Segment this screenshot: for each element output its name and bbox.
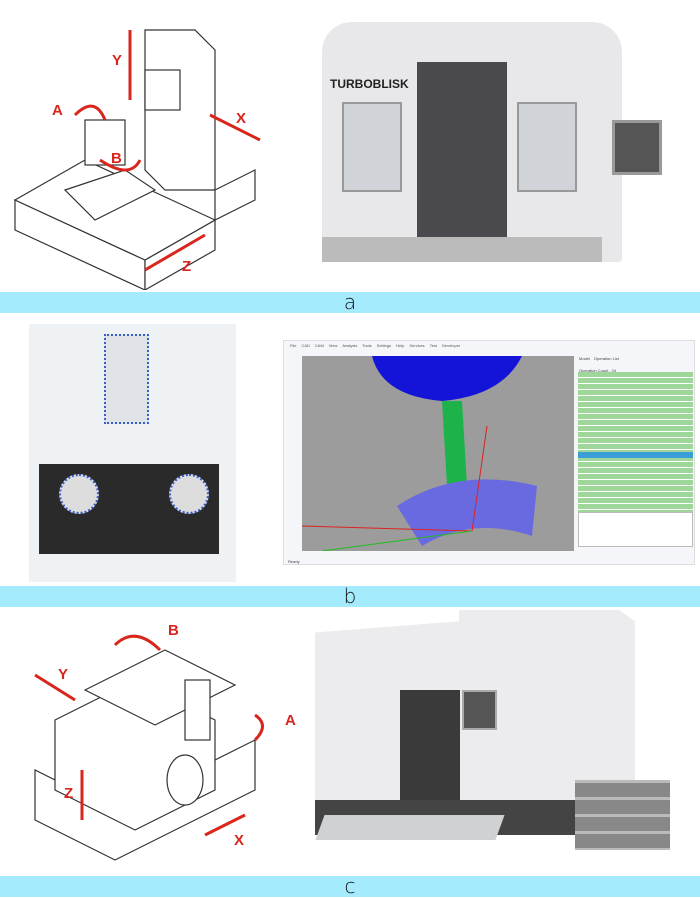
- machine-brand: TURBOBLISK: [330, 77, 409, 91]
- menu-test[interactable]: Test: [429, 343, 438, 348]
- axis-label-y: Y: [112, 52, 123, 69]
- menu-cam[interactable]: CAM: [314, 343, 324, 348]
- axis-label-a: A: [52, 102, 63, 119]
- menu-settings[interactable]: Settings: [376, 343, 392, 348]
- axis-label-b-c: B: [168, 622, 179, 639]
- platform: [315, 815, 505, 840]
- menu-cad[interactable]: CAD: [301, 343, 310, 348]
- axis-label-z-c: Z: [64, 785, 74, 802]
- panel-label-a: a: [0, 292, 700, 313]
- cam-software-window: File CAD CAM View Analysis Tools Settings Help S…: [283, 340, 695, 565]
- operation-list-table[interactable]: [578, 372, 693, 547]
- tab-model[interactable]: Model: [579, 356, 590, 361]
- menu-help[interactable]: Help: [396, 343, 405, 348]
- turboblisk-machine-photo: TURBOBLISK: [322, 22, 622, 262]
- five-axis-machine-diagram-a: [13, 29, 261, 290]
- menu-services[interactable]: Services: [409, 343, 425, 348]
- axis-label-x-c: X: [234, 832, 245, 849]
- tab-operation-list[interactable]: Operation List: [593, 356, 619, 361]
- menu-bar: File CAD CAM View Analysis Tools Settings Help S…: [284, 341, 694, 350]
- control-panel: [612, 120, 662, 175]
- panel-label-c: c: [0, 876, 700, 897]
- menu-analysis[interactable]: Analysis: [342, 343, 358, 348]
- menu-tools[interactable]: Tools: [362, 343, 372, 348]
- operation-count: Operation Count : 24: [579, 368, 617, 373]
- panel-label-b: b: [0, 586, 700, 607]
- axis-label-x: X: [236, 110, 247, 127]
- menu-file[interactable]: File: [290, 343, 297, 348]
- status-bar: Ready: [288, 559, 300, 564]
- axis-label-a-c: A: [285, 712, 296, 729]
- control-panel-c: [462, 690, 497, 730]
- axis-label-z: Z: [182, 258, 192, 275]
- menu-view[interactable]: View: [328, 343, 338, 348]
- gantry-machine-render: [29, 324, 236, 582]
- five-axis-machine-diagram-c: [34, 634, 264, 861]
- 3d-viewport[interactable]: [301, 356, 574, 552]
- axis-label-b: B: [111, 150, 122, 167]
- axis-label-y-c: Y: [58, 666, 69, 683]
- menu-developer[interactable]: Developer: [442, 343, 461, 348]
- stairs: [575, 780, 670, 850]
